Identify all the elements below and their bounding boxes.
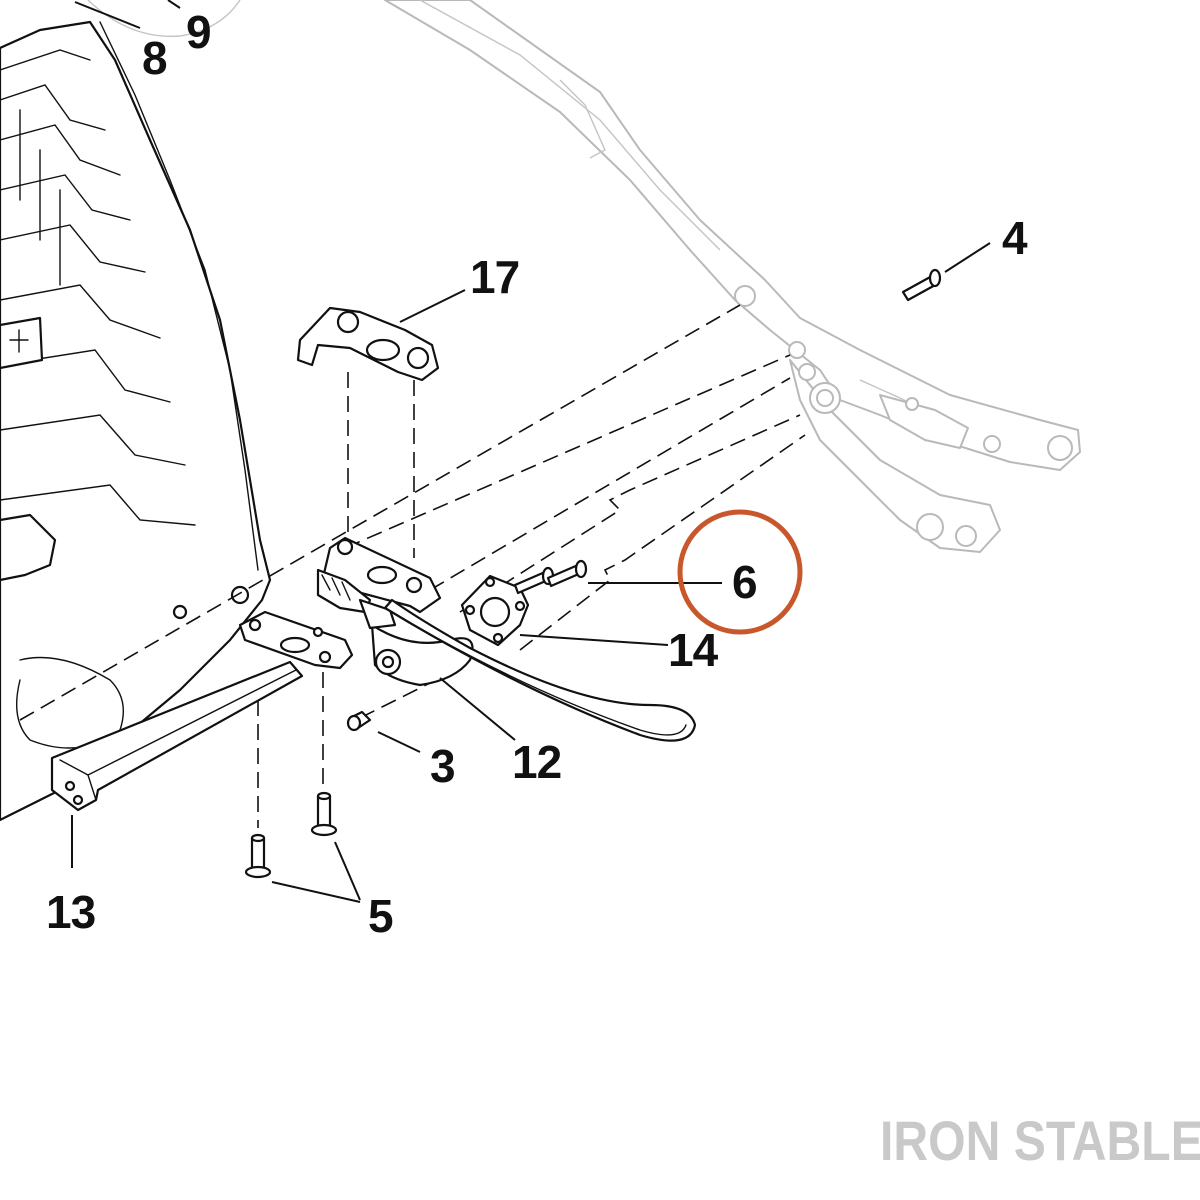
part-14-ring-plate [460, 574, 530, 647]
part-4-pin [901, 268, 942, 302]
leader-lines [71, 0, 991, 903]
callout-13: 13 [46, 886, 95, 938]
callout-17: 17 [470, 251, 519, 303]
part-5-pins [244, 791, 338, 879]
callout-4: 4 [1002, 212, 1028, 264]
callout-5: 5 [368, 890, 393, 942]
assembly-dashed-lines [19, 304, 806, 828]
mechanism-assembly [316, 536, 697, 742]
part-3-screw [346, 710, 372, 732]
part-17-bracket [296, 306, 440, 382]
ghost-disk [87, 0, 241, 38]
part-plate [238, 610, 354, 670]
ghost-frame-arm [384, 0, 1081, 553]
part-6-screws [513, 559, 588, 595]
callout-9: 9 [186, 6, 211, 58]
highlight-circle [677, 509, 803, 635]
callout-6: 6 [732, 556, 757, 608]
part-13-rail [50, 660, 304, 812]
callout-8: 8 [142, 32, 167, 84]
callout-12: 12 [512, 736, 561, 788]
callout-14: 14 [668, 624, 719, 676]
brand-watermark: IRON STABLE [880, 1109, 1200, 1172]
callout-3: 3 [430, 740, 455, 792]
